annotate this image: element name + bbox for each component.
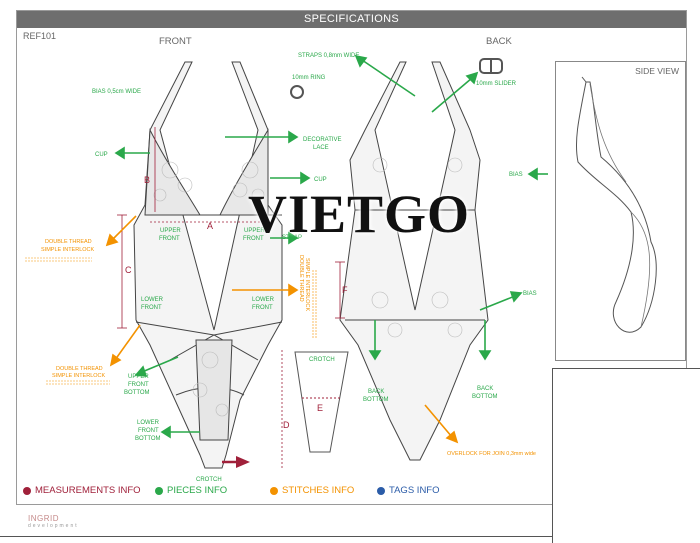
label-crotch-piece: CROTCH (309, 357, 335, 363)
label-double-thread-2a: DOUBLE THREAD (56, 366, 103, 372)
label-ring: 10mm RING (292, 75, 326, 81)
legend-pieces-label: PIECES INFO (167, 485, 228, 496)
side-view-drawing (575, 76, 657, 333)
front-garment (133, 61, 283, 469)
brand-logo: INGRID development (28, 514, 79, 529)
sheet-header: SPECIFICATIONS (17, 11, 686, 28)
label-deco-lace-1: DECORATIVE (303, 137, 342, 143)
label-lower-front-bottom-2: FRONT (138, 428, 159, 434)
front-view-label: FRONT (159, 36, 192, 47)
ring-icon (290, 85, 304, 99)
legend-stitches: STITCHES INFO (270, 485, 354, 496)
measure-a: A (207, 221, 213, 231)
legend-tags: TAGS INFO (377, 485, 440, 496)
label-double-thread-1a: DOUBLE THREAD (45, 239, 92, 245)
label-upper-front-right-2: FRONT (243, 236, 264, 242)
label-lower-front-right-1: LOWER (252, 297, 275, 303)
label-double-thread-1b: SIMPLE INTERLOCK (41, 247, 95, 253)
side-view-panel: SIDE VIEW (555, 61, 686, 361)
measure-c: C (125, 265, 132, 275)
legend-stitches-label: STITCHES INFO (282, 485, 355, 496)
label-cup-left: CUP (95, 152, 108, 158)
crotch-piece-drawing (294, 351, 349, 453)
label-upper-front-bottom-2: FRONT (128, 382, 149, 388)
label-bias-back: BIAS (523, 291, 537, 297)
logo-sub: development (28, 523, 79, 529)
spec-sheet: SPECIFICATIONS REF101 FRONT BACK SIDE VI… (16, 10, 687, 505)
label-upper-front-right-1: UPPER (244, 228, 265, 234)
stitches-arrows (25, 215, 459, 444)
slider-icon (479, 58, 503, 74)
measure-b: B (144, 175, 150, 185)
measurements-dot-icon (23, 486, 31, 495)
logo-name: INGRID (28, 514, 59, 523)
label-back-bottom-left-2: BOTTOM (363, 397, 389, 403)
pieces-dot-icon (155, 486, 163, 495)
label-cup-right: CUP (314, 177, 327, 183)
measure-f: F (342, 285, 348, 295)
label-lower-front-bottom-1: LOWER (137, 420, 160, 426)
label-back-bottom-left-1: BACK (368, 389, 384, 395)
label-upper-front-bottom-1: UPPER (128, 374, 149, 380)
label-bias-side: BIAS (509, 172, 523, 178)
vietgo-watermark: VIETGO (248, 184, 471, 244)
ref-code: REF101 (23, 31, 57, 41)
label-double-thread-vert-1: DOUBLE THREAD (298, 255, 304, 302)
label-crotch-bottom: CROTCH (196, 477, 222, 483)
bottom-border (0, 536, 552, 537)
pieces-arrows (114, 54, 548, 439)
label-back-bottom-right-2: BOTTOM (472, 394, 498, 400)
tags-dot-icon (377, 486, 385, 495)
legend-tags-label: TAGS INFO (389, 485, 440, 496)
crotch-arrow (236, 456, 250, 468)
measure-d: D (283, 420, 290, 430)
label-back-bottom-right-1: BACK (477, 386, 493, 392)
label-upper-front-bottom-3: BOTTOM (124, 390, 150, 396)
label-lower-front-right-2: FRONT (252, 305, 273, 311)
label-straps: STRAPS 0,8mm WIDE (298, 53, 359, 59)
label-deco-lace-2: LACE (313, 145, 329, 151)
label-bias-wide: BIAS 0,5cm WIDE (92, 89, 141, 95)
stitches-dot-icon (270, 486, 278, 495)
back-lace-pattern (371, 157, 463, 338)
side-view-label: SIDE VIEW (635, 66, 679, 76)
label-upper-front-left-1: UPPER (160, 228, 181, 234)
measure-e: E (317, 403, 323, 413)
label-overlock: OVERLOCK FOR JOIN 0,3mm wide (447, 451, 536, 457)
lace-pattern (153, 161, 265, 417)
back-view-label: BACK (486, 36, 512, 47)
legend-measurements: MEASUREMENTS INFO (23, 485, 141, 496)
label-slider: 10mm SLIDER (476, 81, 517, 87)
label-strap-partial: STRAP (282, 235, 302, 241)
label-lower-front-bottom-3: BOTTOM (135, 436, 161, 442)
measurement-lines (117, 127, 345, 468)
legend-pieces: PIECES INFO (155, 485, 227, 496)
overlay-box (552, 368, 700, 543)
label-double-thread-2b: SIMPLE INTERLOCK (52, 373, 106, 379)
label-lower-front-left-2: FRONT (141, 305, 162, 311)
label-double-thread-vert-2: SIMPLE INTERLOCK (304, 258, 310, 312)
label-upper-front-left-2: FRONT (159, 236, 180, 242)
label-lower-front-left-1: LOWER (141, 297, 164, 303)
back-garment (339, 61, 489, 461)
legend-measurements-label: MEASUREMENTS INFO (35, 485, 141, 496)
